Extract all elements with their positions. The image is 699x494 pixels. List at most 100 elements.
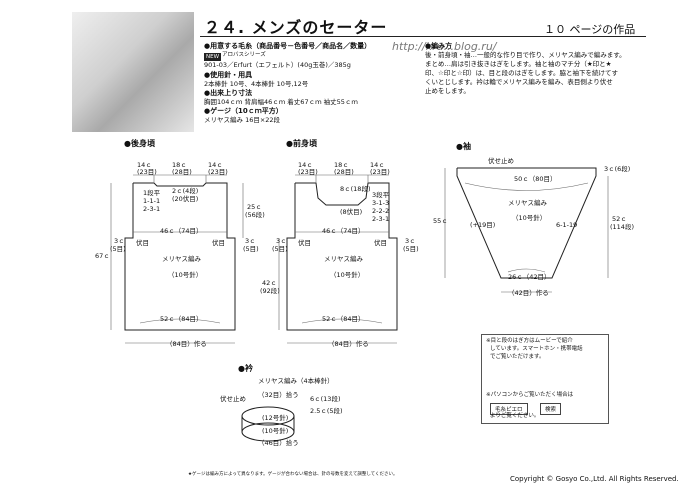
front-width-mid: 46ｃ（74目） (322, 227, 365, 235)
sleeve-increase: (+19目) (470, 221, 496, 229)
title-rule (200, 36, 646, 37)
yarn-heading: ●用意する毛糸（商品番号－色番号／商品名／数量） (204, 42, 372, 50)
sleeve-rows-right: (114段) (610, 223, 634, 231)
back-side-left-sts: (5目) (110, 245, 126, 253)
back-stitch: メリヤス編み (162, 255, 201, 263)
sleeve-cast-on: （42目）作る (508, 289, 549, 297)
sleeve-length-right: 52ｃ (612, 215, 627, 223)
front-neck-sts: (8伏目) (340, 208, 363, 216)
sleeve-bottom-width: 26ｃ（42目） (508, 273, 551, 281)
copyright: Copyright © Gosyo Co.,Ltd. All Rights Re… (510, 475, 679, 483)
gauge-heading: ●ゲージ（10ｃｍ平方） (204, 107, 283, 115)
collar-height-2: 2.5ｃ(5段) (310, 407, 343, 415)
back-neck: 2ｃ(4段) (172, 187, 199, 195)
back-width-mid: 46ｃ（74目） (160, 227, 203, 235)
sleeve-bind-off: 伏せ止め (488, 157, 514, 165)
sweater-photo (72, 12, 194, 132)
new-badge: NEW (204, 53, 222, 61)
search-button[interactable]: 検索 (540, 403, 562, 415)
back-armhole-rows: (56段) (245, 211, 265, 219)
front-top-right: 14ｃ(23目) (370, 161, 390, 176)
back-shape: 1-1-1 (143, 197, 161, 205)
yarn-line: 901-03／Erfurt（エフェルト）(40g玉巻)／385g (204, 61, 351, 69)
instructions-heading: ●編み方 (425, 42, 453, 50)
collar-needle-10: (10号針) (262, 427, 289, 435)
gauge-line: メリヤス編み 16目×22段 (204, 116, 281, 124)
front-side-right: 3ｃ (405, 237, 416, 245)
collar-height: 6ｃ(13段) (310, 395, 341, 403)
sleeve-top-right: 3ｃ(6段) (604, 165, 631, 173)
front-bind-right: 伏目 (374, 239, 387, 247)
page-reference: １０ ページの作品 (544, 21, 635, 37)
front-shape: 3段平 (372, 191, 390, 199)
instruction-line: 後・前身頃・袖…一般的な作り目で作り、メリヤス編みで編みます。 (425, 51, 626, 59)
front-neck: 8ｃ(18段) (340, 185, 371, 193)
series-name: アロバスシリーズ (222, 52, 266, 58)
back-side-right-sts: (5目) (243, 245, 259, 253)
front-body-outline (286, 182, 398, 331)
footer-note: ★ゲージは編み方によって異なります。ゲージが合わない場合は、針の号数を変えて調整… (188, 472, 398, 477)
back-shape: 1段平 (143, 189, 161, 197)
back-side-left: 3ｃ (114, 237, 125, 245)
back-side-right: 3ｃ (245, 237, 256, 245)
note-line: しています。スマートホン・携帯電話 (490, 346, 583, 352)
body-height: 42ｃ (262, 279, 277, 287)
front-label: ●前身頃 (286, 139, 317, 148)
page-title: ２４. メンズのセーター (204, 18, 388, 37)
front-cast-on: （84目）作る (328, 340, 369, 348)
collar-bind-off: 伏せ止め (220, 395, 246, 403)
sleeve-outline (456, 167, 597, 279)
front-side-right-sts: (5目) (403, 245, 419, 253)
instruction-line: 止めをします。 (425, 87, 470, 95)
front-shape: 3-1-3 (372, 199, 390, 207)
front-width-bottom: 52ｃ（84目） (322, 315, 365, 323)
front-shape: 2-2-2 (372, 207, 390, 215)
front-bind-left: 伏目 (298, 239, 311, 247)
sleeve-needle: （10号針） (512, 214, 547, 222)
back-body-outline (124, 182, 236, 331)
body-rows: (92段) (260, 287, 280, 295)
back-top-right: 14ｃ(23目) (208, 161, 228, 176)
search-keyword-box[interactable]: 毛糸ピエロ (490, 403, 528, 415)
sleeve-top-width: 50ｃ（80目） (514, 175, 557, 183)
movie-note-box: ※目と段のはぎ方はムービーで紹介 しています。スマートホン・携帯電話 でご覧いた… (481, 334, 609, 424)
back-armhole: 25ｃ (247, 203, 262, 211)
size-heading: ●出来上り寸法 (204, 89, 253, 97)
page-number: １０ (544, 23, 566, 36)
back-neck-sts: (20伏目) (172, 195, 199, 203)
front-stitch: メリヤス編み (324, 255, 363, 263)
back-label: ●後身頃 (124, 139, 155, 148)
page-suffix: ページの作品 (569, 23, 636, 36)
size-line: 胸囲104ｃｍ 背肩幅46ｃｍ 着丈67ｃｍ 袖丈55ｃｍ (204, 98, 358, 106)
back-top-left: 14ｃ(23目) (137, 161, 157, 176)
back-bind-left: 伏目 (136, 239, 149, 247)
sleeve-length: 55ｃ (433, 217, 448, 225)
collar-needle-12: (12号針) (262, 414, 289, 422)
back-needle: （10号針） (168, 271, 203, 279)
back-shape: 2-3-1 (143, 205, 161, 213)
tools-heading: ●使用針・用具 (204, 71, 253, 79)
instruction-line: まとめ…肩は引き抜きはぎをします。袖と袖のマチ分（★印と★ (425, 60, 612, 68)
instruction-line: 印、☆印と☆印）は、目と段のはぎをします。脇と袖下を続けてす (425, 69, 619, 77)
back-bind-right: 伏目 (212, 239, 225, 247)
sleeve-stitch: メリヤス編み (508, 199, 547, 207)
sleeve-shape: 6-1-19 (556, 221, 578, 229)
front-side-left-sts: (5目) (272, 245, 288, 253)
back-width-bottom: 52ｃ（84目） (160, 315, 203, 323)
watermark: http://kru...blog.ru/ (392, 40, 497, 53)
front-side-left: 3ｃ (276, 237, 287, 245)
note-line: でご覧いただけます。 (490, 354, 545, 360)
note-line: よりご覧ください。 (490, 413, 540, 419)
front-shape: 2-3-1 (372, 215, 390, 223)
sleeve-label: ●袖 (456, 142, 471, 151)
front-top-left: 14ｃ(23目) (298, 161, 318, 176)
back-top-mid: 18ｃ(28目) (172, 161, 192, 176)
collar-pickup-top: （32目）拾う (258, 391, 299, 399)
back-cast-on: （84目）作る (166, 340, 207, 348)
back-total-height: 67ｃ (95, 252, 110, 260)
collar-stitch: メリヤス編み（4本棒針） (258, 377, 334, 385)
note-line: ※パソコンからご覧いただく場合は (486, 392, 574, 398)
front-top-mid: 18ｃ(28目) (334, 161, 354, 176)
collar-label: ●衿 (238, 364, 253, 373)
